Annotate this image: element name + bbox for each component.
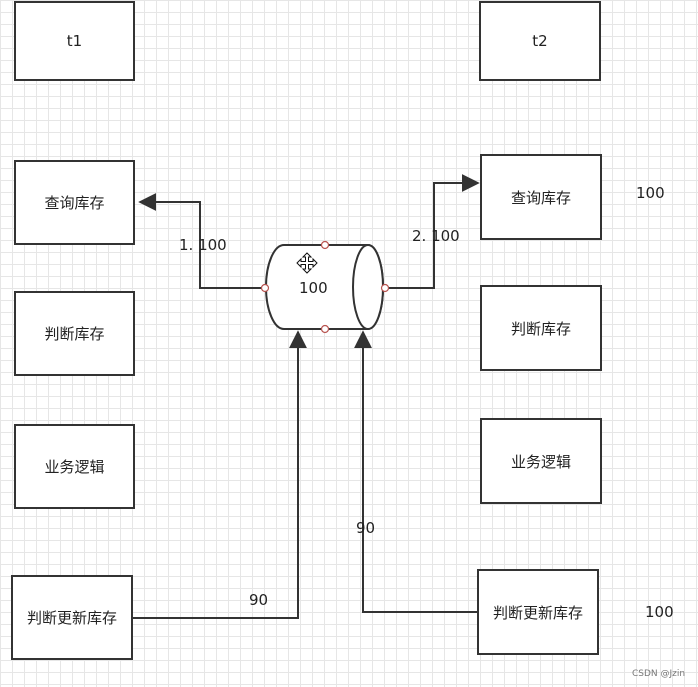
- t1-check-stock-label: 判断库存: [44, 325, 105, 343]
- t2-update-stock-box[interactable]: 判断更新库存: [477, 569, 599, 655]
- edge-db-to-t2-query[interactable]: [385, 174, 480, 289]
- t1-business-logic-label: 业务逻辑: [44, 458, 105, 476]
- t1-query-stock-label: 查询库存: [44, 194, 105, 212]
- edge-db-to-t1-query[interactable]: [138, 193, 266, 289]
- t2-update-stock-label: 判断更新库存: [492, 603, 583, 622]
- database-cylinder[interactable]: [265, 244, 384, 330]
- database-value: 100: [299, 279, 328, 297]
- t2-business-logic-box[interactable]: 业务逻辑: [480, 418, 602, 504]
- edge-label-read-right: 2. 100: [412, 227, 460, 245]
- edge-t2-update-to-db[interactable]: [354, 330, 477, 613]
- t1-update-stock-box[interactable]: 判断更新库存: [11, 575, 133, 660]
- edge-t1-update-to-db[interactable]: [133, 330, 307, 619]
- t2-update-value: 100: [645, 603, 674, 621]
- t1-title: t1: [66, 32, 83, 50]
- move-cursor-icon: [296, 252, 318, 274]
- t2-business-logic-label: 业务逻辑: [510, 452, 571, 471]
- t1-check-stock-box[interactable]: 判断库存: [14, 291, 135, 376]
- t2-check-stock-label: 判断库存: [510, 319, 571, 338]
- t1-business-logic-box[interactable]: 业务逻辑: [14, 424, 135, 509]
- t1-query-stock-box[interactable]: 查询库存: [14, 160, 135, 245]
- edge-label-write-right: 90: [356, 519, 376, 537]
- t2-check-stock-box[interactable]: 判断库存: [480, 285, 602, 371]
- t2-title: t2: [532, 32, 548, 50]
- t1-update-stock-label: 判断更新库存: [26, 609, 117, 627]
- t2-query-stock-label: 查询库存: [510, 188, 571, 207]
- watermark: CSDN @Jzin: [632, 669, 686, 679]
- t1-header-box[interactable]: t1: [14, 1, 135, 81]
- selection-handles[interactable]: [260, 240, 390, 334]
- edge-label-write-left: 90: [249, 591, 269, 609]
- t2-header-box[interactable]: t2: [479, 1, 601, 81]
- t2-query-stock-box[interactable]: 查询库存: [480, 154, 602, 240]
- edge-label-read-left: 1. 100: [179, 236, 227, 254]
- t2-query-value: 100: [636, 184, 665, 202]
